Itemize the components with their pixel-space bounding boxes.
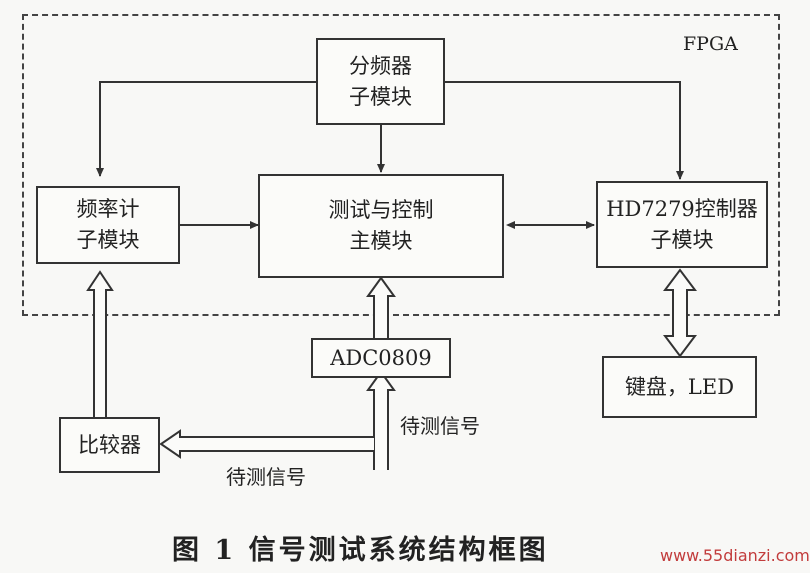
keyboard-led-label: 键盘，LED xyxy=(624,374,735,399)
fpga-boundary xyxy=(22,14,780,316)
wide-arrow-hd7279-keyboard xyxy=(663,268,697,358)
freq-counter-line1: 频率计 xyxy=(76,197,140,221)
signal-label-right: 待测信号 xyxy=(400,414,480,438)
line-divider-to-hd7279 xyxy=(445,81,684,180)
divider-line1: 分频器 xyxy=(349,53,412,78)
keyboard-led-box: 键盘，LED xyxy=(602,356,757,418)
watermark: www.55dianzi.com xyxy=(660,546,810,565)
figure-caption: 图 1 信号测试系统结构框图 xyxy=(172,535,549,566)
comparator-label: 比较器 xyxy=(78,432,141,457)
signal-label-bottom: 待测信号 xyxy=(226,465,306,489)
comparator-box: 比较器 xyxy=(59,417,160,473)
freq-counter-line2: 子模块 xyxy=(76,228,140,252)
line-divider-to-freq xyxy=(96,81,316,177)
hd7279-controller-box: HD7279控制器 子模块 xyxy=(596,181,768,268)
wide-arrow-signal-to-comparator xyxy=(159,429,374,459)
wide-arrow-comparator-to-freq xyxy=(86,270,114,417)
hd7279-line1: HD7279控制器 xyxy=(606,196,758,221)
divider-line2: 子模块 xyxy=(349,84,412,109)
wide-arrow-signal-to-adc xyxy=(366,370,396,470)
freq-counter-submodule-box: 频率计 子模块 xyxy=(36,186,180,264)
fpga-label: FPGA xyxy=(683,33,738,55)
divider-submodule-box: 分频器 子模块 xyxy=(316,38,445,125)
hd7279-line2: 子模块 xyxy=(650,227,714,252)
adc0809-box: ADC0809 xyxy=(311,338,451,378)
main-module-line2: 主模块 xyxy=(349,229,413,253)
main-module-box: 测试与控制 主模块 xyxy=(258,174,504,278)
adc0809-label: ADC0809 xyxy=(330,345,432,370)
main-module-line1: 测试与控制 xyxy=(328,198,434,222)
wide-arrow-adc-to-main xyxy=(366,276,396,338)
